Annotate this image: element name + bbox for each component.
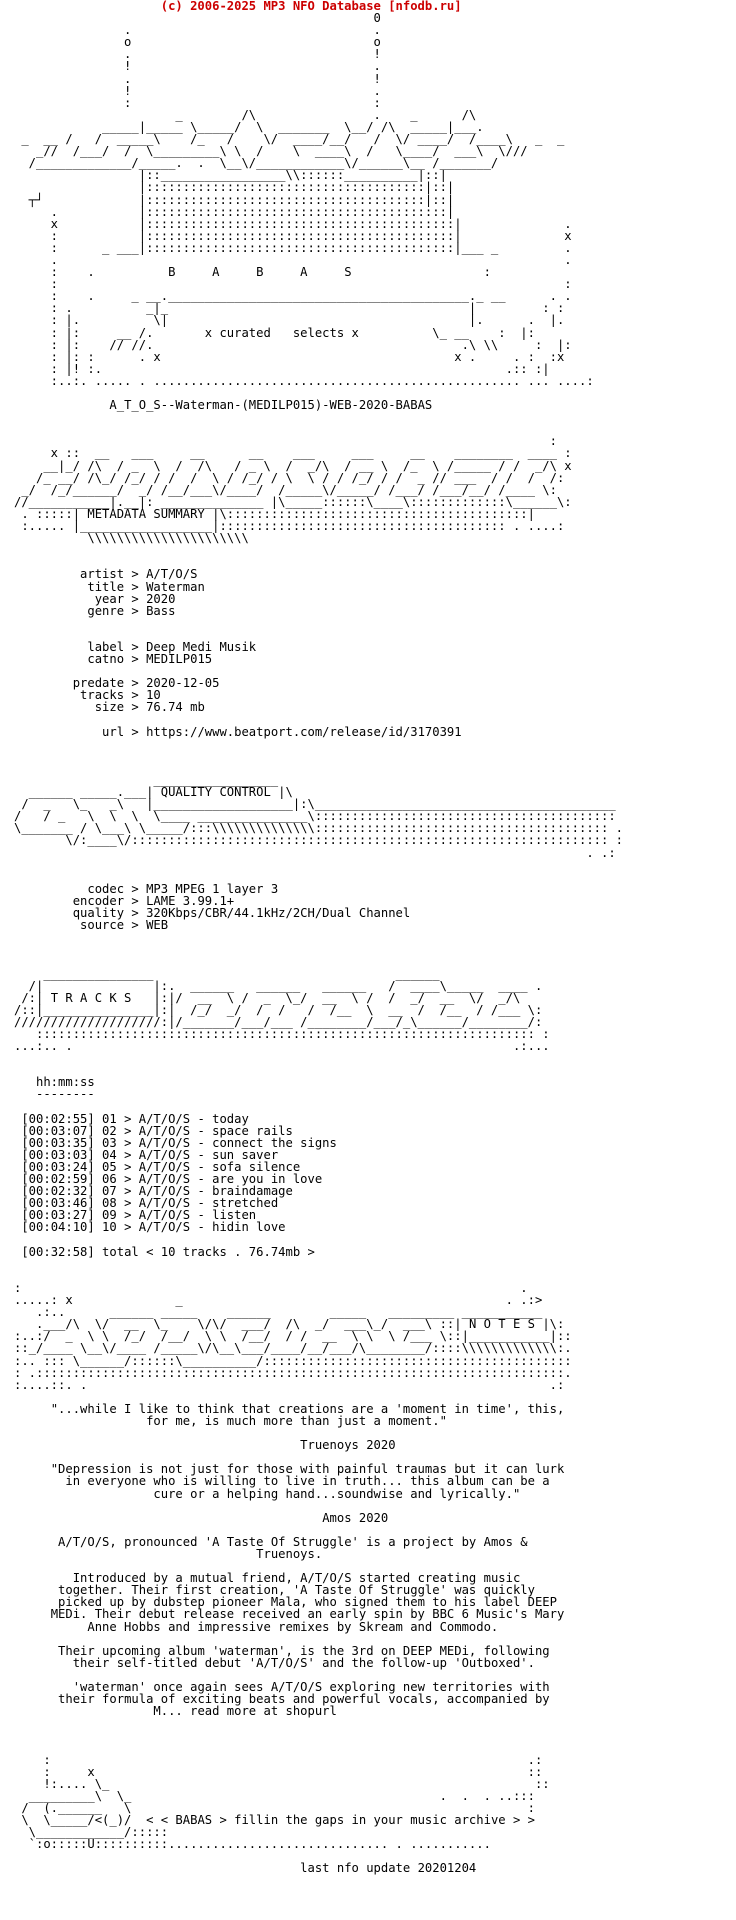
banner-letters: B A B A S: [168, 265, 352, 280]
genre-value: Bass: [146, 603, 176, 618]
para-2-line-2: together. Their first creation, 'A Taste…: [58, 1583, 535, 1598]
track-row-6: [00:02:59] 06 > A/T/O/S - are you in lov…: [21, 1172, 323, 1187]
track-row-10: [00:04:10] 10 > A/T/O/S - hidin love: [21, 1220, 286, 1235]
para-3-line-2: their self-titled debut 'A/T/O/S' and th…: [72, 1655, 535, 1670]
beatport-url-link[interactable]: https://www.beatport.com/release/id/3170…: [146, 724, 462, 739]
tracks-heading: T R A C K S: [50, 990, 132, 1005]
codec-value: MP3 MPEG 1 layer 3: [146, 881, 279, 896]
nfo-document: (c) 2006-2025 MP3 NFO Database [nfodb.ru…: [14, 0, 624, 1876]
track-row-1: [00:02:55] 01 > A/T/O/S - today: [21, 1111, 249, 1126]
predate-value: 2020-12-05: [146, 676, 220, 691]
catno-value: MEDILP015: [146, 652, 213, 667]
quote-2-attribution: Amos 2020: [322, 1510, 389, 1525]
title-value: Waterman: [146, 579, 205, 594]
copyright-header: (c) 2006-2025 MP3 NFO Database [nfodb.ru…: [160, 0, 462, 13]
quote-1-line-1: "...while I like to think that creations…: [50, 1401, 565, 1416]
tracks-total: [00:32:58] total < 10 tracks . 76.74mb >: [21, 1244, 315, 1259]
para-2-line-3: picked up by dubstep pioneer Mala, who s…: [58, 1595, 557, 1610]
para-2-line-1: Introduced by a mutual friend, A/T/O/S s…: [72, 1571, 521, 1586]
quote-1-attribution: Truenoys 2020: [300, 1438, 396, 1453]
footer-slogan: < < BABAS > fillin the gaps in your musi…: [146, 1813, 535, 1828]
banner-tagline: x curated selects x: [204, 325, 359, 340]
artist-value: A/T/O/S: [146, 567, 198, 582]
label-value: Deep Medi Musik: [146, 639, 257, 654]
para-4-line-3: M... read more at shopurl: [153, 1704, 337, 1719]
track-row-7: [00:02:32] 07 > A/T/O/S - braindamage: [21, 1184, 293, 1199]
track-row-4: [00:03:03] 04 > A/T/O/S - sun saver: [21, 1147, 279, 1162]
metadata-heading: METADATA SUMMARY: [87, 506, 205, 521]
quote-2-line-3: cure or a helping hand...soundwise and l…: [153, 1486, 521, 1501]
quality-value: 320Kbps/CBR/44.1kHz/2CH/Dual Channel: [146, 906, 411, 921]
site-header: (c) 2006-2025 MP3 NFO Database [nfodb.ru…: [14, 0, 462, 13]
encoder-value: LAME 3.99.1+: [146, 893, 235, 908]
year-value: 2020: [146, 591, 176, 606]
para-3-line-1: Their upcoming album 'waterman', is the …: [58, 1643, 550, 1658]
quality-heading: QUALITY CONTROL: [160, 785, 271, 800]
track-row-5: [00:03:24] 05 > A/T/O/S - sofa silence: [21, 1160, 301, 1174]
para-4-line-1: 'waterman' once again sees A/T/O/S explo…: [72, 1680, 550, 1695]
source-value: WEB: [146, 918, 169, 933]
para-1-line-2: Truenoys.: [256, 1547, 323, 1561]
release-name: A_T_O_S--Waterman-(MEDILP015)-WEB-2020-B…: [109, 398, 433, 413]
notes-heading: N O T E S: [468, 1317, 535, 1332]
track-row-3: [00:03:35] 03 > A/T/O/S - connect the si…: [21, 1135, 337, 1150]
quote-2-line-1: "Depression is not just for those with p…: [50, 1462, 565, 1477]
para-2-line-4: MEDi. Their debut release received an ea…: [50, 1607, 565, 1622]
track-row-8: [00:03:46] 08 > A/T/O/S - stretched: [21, 1196, 279, 1211]
para-4-line-2: their formula of exciting beats and powe…: [58, 1692, 550, 1707]
last-update: last nfo update 20201204: [300, 1861, 477, 1876]
tracks-value: 10: [146, 688, 161, 703]
track-row-2: [00:03:07] 02 > A/T/O/S - space rails: [21, 1123, 293, 1138]
size-value: 76.74 mb: [146, 700, 205, 715]
quote-2-line-2: in everyone who is willing to live in tr…: [65, 1474, 550, 1489]
para-2-line-5: Anne Hobbs and impressive remixes by Skr…: [87, 1619, 499, 1634]
track-row-9: [00:03:27] 09 > A/T/O/S - listen: [21, 1208, 257, 1223]
para-1-line-1: A/T/O/S, pronounced 'A Taste Of Struggle…: [58, 1534, 528, 1549]
quote-1-line-2: for me, is much more than just a moment.…: [146, 1413, 447, 1428]
